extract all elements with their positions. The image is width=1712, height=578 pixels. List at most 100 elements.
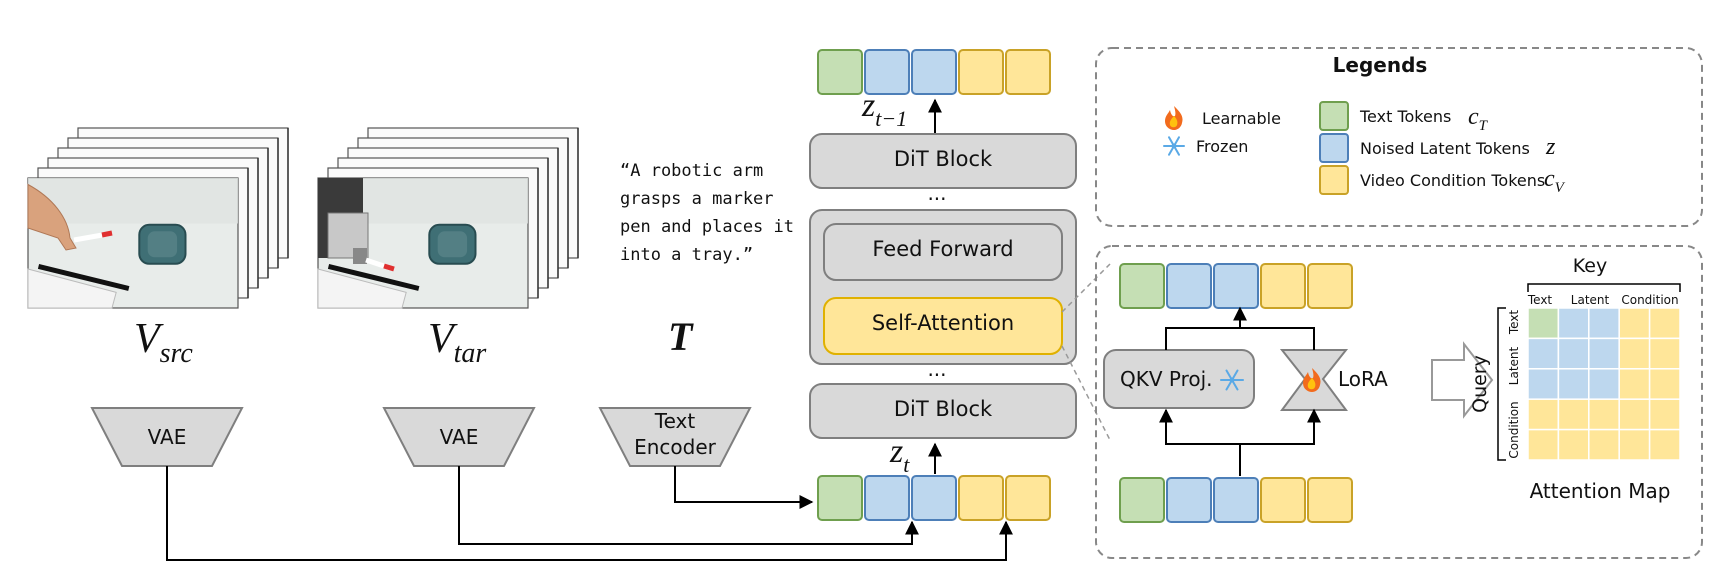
- svg-text:LoRA: LoRA: [1338, 367, 1388, 391]
- cond-token: [1005, 475, 1051, 521]
- svg-text:Text: Text: [1507, 310, 1521, 336]
- attention-cell: [1648, 398, 1681, 431]
- latent-token: [1166, 477, 1212, 523]
- attention-cell: [1527, 337, 1560, 370]
- fire-icon: [1303, 368, 1321, 392]
- attention-cell: [1527, 307, 1560, 340]
- attention-map: Key Text Latent Condition Query Text Lat…: [1469, 255, 1681, 503]
- svg-text:into a tray.”: into a tray.”: [620, 245, 753, 265]
- output-token-row: [817, 49, 1051, 95]
- hollow-arrow-icon: [1431, 341, 1494, 419]
- cond-token: [1307, 263, 1353, 309]
- text-prompt-label: T: [668, 314, 694, 359]
- latent-token: [864, 49, 910, 95]
- encoder-connections: [166, 466, 1013, 561]
- svg-text:Latent: Latent: [1507, 346, 1521, 385]
- svg-text:DiT Block: DiT Block: [894, 397, 993, 421]
- text-encoder: Text Encoder: [598, 407, 752, 467]
- svg-text:Latent: Latent: [1571, 293, 1610, 307]
- vae-encoder-source: VAE: [90, 407, 244, 467]
- text-token: [817, 49, 863, 95]
- ellipsis-bottom: ...: [927, 357, 946, 381]
- svg-text:Frozen: Frozen: [1196, 137, 1248, 156]
- svg-text:“A robotic arm: “A robotic arm: [620, 161, 763, 181]
- input-token-row: [817, 475, 1051, 521]
- fire-icon: [1165, 106, 1183, 130]
- detail-panel: QKV Proj. LoRA: [1095, 245, 1703, 559]
- svg-text:Legends: Legends: [1333, 53, 1428, 77]
- cond-token: [958, 49, 1004, 95]
- vae-encoder-target: VAE: [382, 407, 536, 467]
- svg-text:Text Tokens: Text Tokens: [1359, 107, 1451, 126]
- z-output-label: zt−1: [861, 87, 907, 131]
- self-attention-block: Self-Attention: [823, 297, 1063, 355]
- attention-cell: [1557, 337, 1590, 370]
- svg-text:Feed Forward: Feed Forward: [872, 237, 1013, 261]
- svg-text:cT: cT: [1468, 104, 1489, 134]
- svg-text:Text: Text: [654, 409, 696, 433]
- svg-text:VAE: VAE: [148, 425, 187, 449]
- feed-forward-block: Feed Forward: [823, 223, 1063, 281]
- svg-text:Query: Query: [1469, 355, 1491, 413]
- dit-block-expanded: Feed Forward Self-Attention: [809, 209, 1077, 365]
- svg-text:pen and places it: pen and places it: [620, 217, 794, 237]
- svg-text:Key: Key: [1573, 255, 1607, 277]
- attention-cell: [1588, 428, 1620, 461]
- detail-input-token-row: [1119, 477, 1353, 523]
- dit-block-top: DiT Block: [809, 133, 1077, 189]
- z-input-label: zt: [889, 433, 910, 477]
- attention-cell: [1557, 368, 1590, 400]
- latent-token: [1213, 477, 1259, 523]
- cond-token: [1260, 477, 1306, 523]
- legend-cond-token-swatch: [1319, 165, 1349, 195]
- svg-text:Text: Text: [1527, 293, 1553, 307]
- svg-text:z: z: [1545, 134, 1556, 160]
- cond-token: [1260, 263, 1306, 309]
- attention-cell: [1588, 368, 1620, 400]
- attention-cell: [1588, 307, 1620, 340]
- qkv-projection: QKV Proj.: [1103, 349, 1255, 409]
- latent-token: [911, 475, 957, 521]
- attention-cell: [1648, 337, 1681, 370]
- attention-cell: [1588, 337, 1620, 370]
- legend-text-token-swatch: [1319, 101, 1349, 131]
- svg-text:Condition: Condition: [1621, 293, 1678, 307]
- attention-cell: [1527, 398, 1560, 431]
- lora-adapter: LoRA: [1279, 349, 1388, 411]
- attention-cell: [1557, 428, 1590, 461]
- svg-text:DiT Block: DiT Block: [894, 147, 993, 171]
- svg-text:Learnable: Learnable: [1202, 109, 1281, 128]
- attention-cell: [1648, 428, 1681, 461]
- dit-block-bottom: DiT Block: [809, 383, 1077, 439]
- cond-token: [1005, 49, 1051, 95]
- svg-text:Encoder: Encoder: [634, 435, 717, 459]
- svg-text:Noised Latent Tokens: Noised Latent Tokens: [1360, 139, 1530, 158]
- attention-cell: [1648, 368, 1681, 400]
- attention-cell: [1527, 428, 1560, 461]
- svg-text:Video Condition Tokens: Video Condition Tokens: [1360, 171, 1545, 190]
- svg-text:Attention Map: Attention Map: [1530, 479, 1671, 503]
- latent-token: [1213, 263, 1259, 309]
- attention-cell: [1648, 307, 1681, 340]
- latent-token: [911, 49, 957, 95]
- source-video-label: Vsrc: [134, 316, 193, 369]
- attention-cell: [1618, 337, 1651, 370]
- attention-cell: [1618, 428, 1651, 461]
- target-video-label: Vtar: [428, 316, 486, 369]
- snowflake-icon: [1220, 369, 1244, 391]
- svg-text:QKV Proj.: QKV Proj.: [1120, 367, 1213, 391]
- cond-token: [958, 475, 1004, 521]
- attention-cell: [1557, 307, 1590, 340]
- attention-cell: [1557, 398, 1590, 431]
- text-token: [1119, 477, 1165, 523]
- target-video-frames: [317, 127, 579, 309]
- attention-cell: [1618, 307, 1651, 340]
- latent-token: [1166, 263, 1212, 309]
- snowflake-icon: [1163, 136, 1185, 156]
- svg-text:VAE: VAE: [440, 425, 479, 449]
- text-token: [817, 475, 863, 521]
- attention-cell: [1527, 368, 1560, 400]
- zoom-guides: [1061, 263, 1111, 441]
- source-video-frames: [27, 127, 289, 309]
